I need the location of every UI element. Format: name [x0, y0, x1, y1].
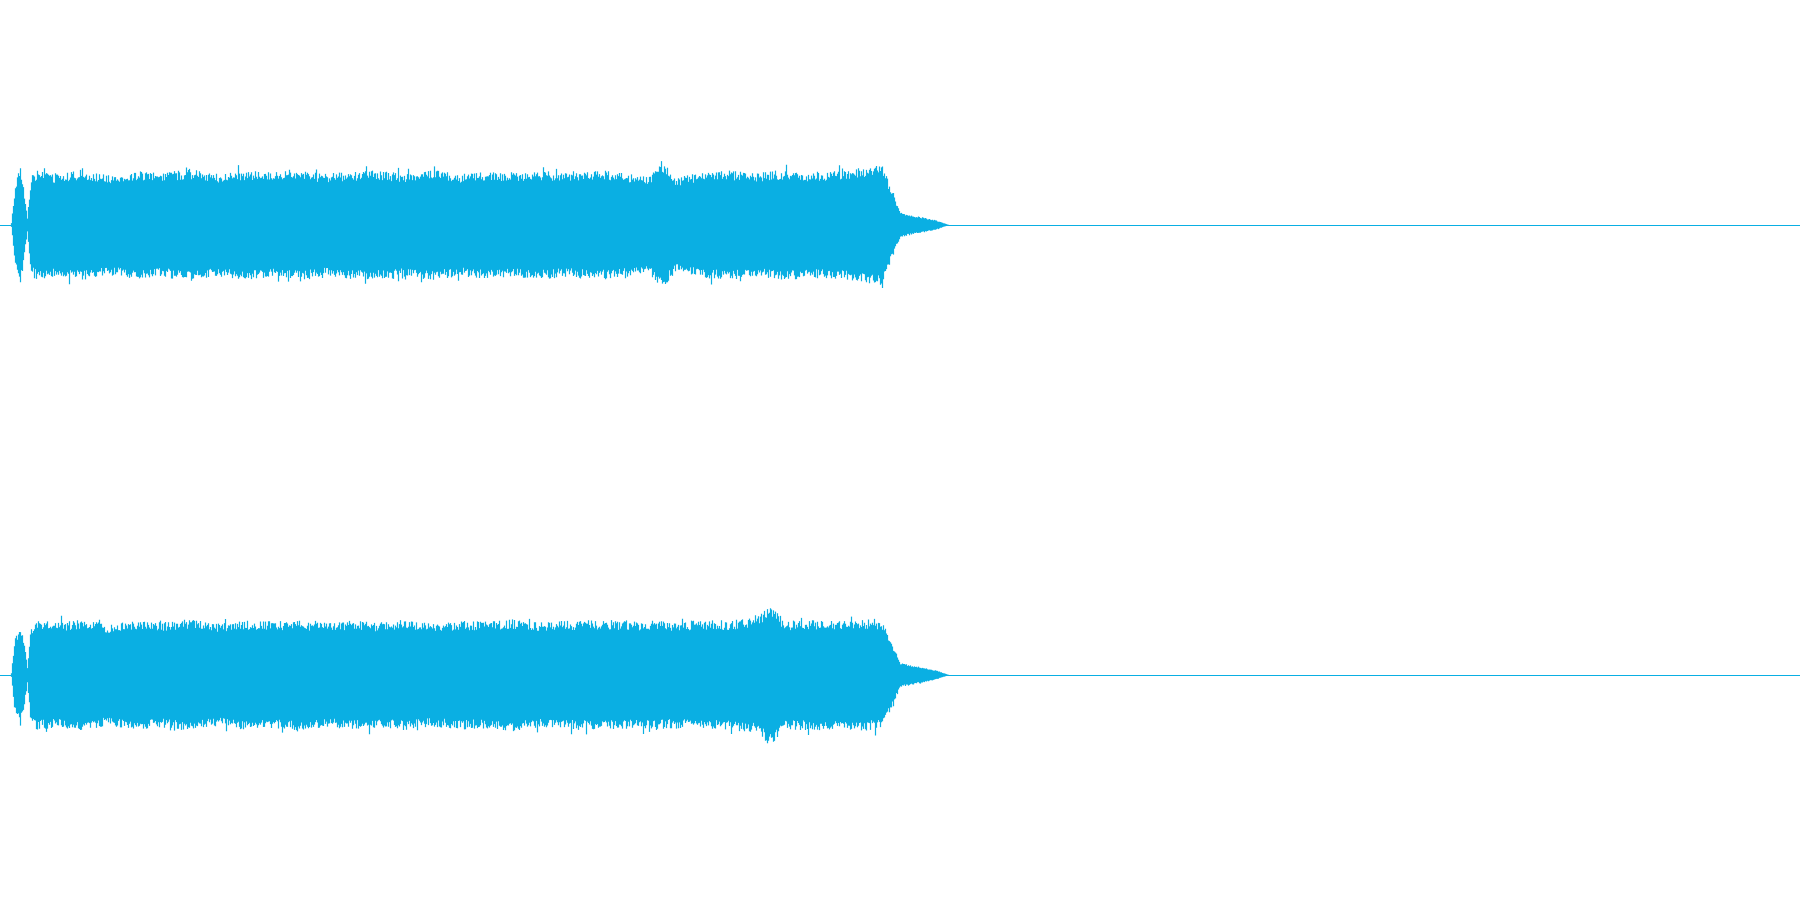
waveform-envelope — [10, 608, 950, 744]
waveform-samples — [10, 161, 950, 288]
waveform-samples — [10, 608, 950, 744]
waveform-left — [0, 161, 1800, 288]
waveform-envelope — [10, 161, 950, 288]
waveform-channel-left[interactable] — [0, 145, 1800, 305]
waveform-channel-right[interactable] — [0, 595, 1800, 755]
waveform-right — [0, 608, 1800, 744]
